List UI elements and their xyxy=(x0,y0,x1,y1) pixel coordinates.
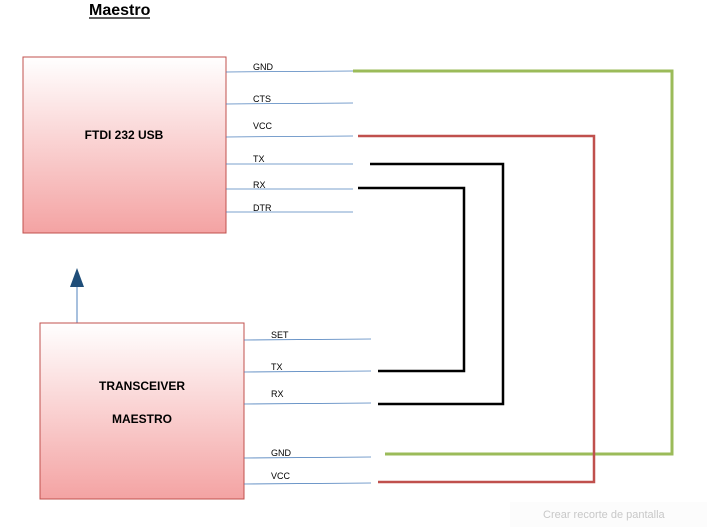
xcvr-pin-gnd-line xyxy=(243,456,372,459)
ftdi-box xyxy=(22,56,227,234)
xcvr-pin-vcc-label: VCC xyxy=(271,471,291,481)
transceiver-pins: SET TX RX GND VCC xyxy=(243,330,372,485)
wire-gnd xyxy=(353,69,674,456)
xcvr-pin-rx-line xyxy=(243,402,372,405)
ftdi-pin-cts-label: CTS xyxy=(253,94,271,104)
ftdi-pin-dtr-label: DTR xyxy=(253,203,272,213)
diagram-title: Maestro xyxy=(89,2,151,19)
xcvr-pin-gnd-label: GND xyxy=(271,448,292,458)
ftdi-pin-cts-line xyxy=(225,102,354,105)
ftdi-pin-rx-label: RX xyxy=(253,180,266,190)
transceiver-box xyxy=(39,322,245,500)
connection-wires xyxy=(353,69,674,484)
ftdi-pin-gnd-label: GND xyxy=(253,62,274,72)
xcvr-pin-tx-line xyxy=(243,370,372,373)
xcvr-pin-vcc-line xyxy=(243,482,372,485)
ftdi-pins: GND CTS VCC TX RX DTR xyxy=(225,62,354,213)
ftdi-pin-tx-label: TX xyxy=(253,154,265,164)
transceiver-label-line1: TRANSCEIVER xyxy=(99,379,185,393)
watermark-bg xyxy=(510,502,707,527)
xcvr-pin-set-line xyxy=(243,338,372,341)
xcvr-pin-rx-label: RX xyxy=(271,389,284,399)
ftdi-pin-vcc-label: VCC xyxy=(253,121,273,131)
transceiver-label-line2: MAESTRO xyxy=(112,412,172,426)
wire-ftdi-tx-to-xcvr-rx xyxy=(370,162,505,406)
xcvr-pin-tx-label: TX xyxy=(271,362,283,372)
ftdi-pin-vcc-line xyxy=(225,135,354,138)
ftdi-pin-gnd-line xyxy=(225,70,354,73)
ftdi-label: FTDI 232 USB xyxy=(85,128,164,142)
wire-ftdi-rx-to-xcvr-tx xyxy=(358,186,466,373)
watermark-text: Crear recorte de pantalla xyxy=(543,509,666,521)
xcvr-pin-set-label: SET xyxy=(271,330,289,340)
up-arrow-icon xyxy=(70,268,84,287)
wire-vcc xyxy=(358,134,596,484)
